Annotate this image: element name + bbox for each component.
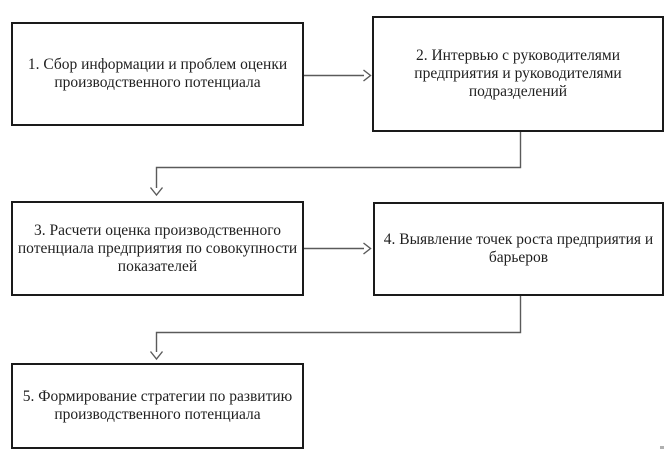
flow-box-step-4-line: барьеров — [488, 249, 549, 266]
flow-box-step-3-line: потенциала предприятия по совокупности — [17, 239, 298, 257]
arrowhead-down-icon — [149, 351, 164, 361]
connector-step4-to-step5 — [155, 296, 522, 352]
flow-box-step-1: 1. Сбор информации и проблем оценки прои… — [11, 22, 304, 126]
flow-box-step-1-line: 1. Сбор информации и проблем оценки — [27, 56, 288, 73]
flow-box-step-2-line: 2. Интервью с руководителями — [415, 47, 621, 64]
flow-box-step-5: 5. Формирование стратегии по развитию пр… — [11, 363, 304, 449]
flow-box-step-3-line: показателей — [117, 257, 198, 275]
flow-box-step-5-line: производственного потенциала — [54, 406, 261, 423]
flow-box-step-4: 4. Выявление точек роста предприятия и б… — [373, 202, 664, 296]
flow-box-step-2-line: подразделений — [468, 83, 568, 100]
flow-box-step-3: 3. Расчети оценка производственного поте… — [11, 201, 304, 296]
flow-box-step-4-line: 4. Выявление точек роста предприятия и — [383, 231, 654, 248]
flow-box-step-2-line: предприятия и руководителями — [414, 65, 622, 82]
flow-box-step-3-line: 3. Расчети оценка производственного — [34, 221, 281, 239]
arrowhead-right-icon — [363, 69, 372, 82]
arrowhead-right-icon — [363, 242, 372, 255]
connector-step2-to-step3 — [155, 132, 522, 188]
flow-box-step-1-line: производственного потенциала — [54, 74, 261, 91]
arrowhead-down-icon — [149, 187, 164, 197]
flow-box-step-5-line: 5. Формирование стратегии по развитию — [22, 388, 293, 405]
flow-box-step-2: 2. Интервью с руководителями предприятия… — [372, 16, 664, 132]
stray-mark — [660, 446, 664, 449]
